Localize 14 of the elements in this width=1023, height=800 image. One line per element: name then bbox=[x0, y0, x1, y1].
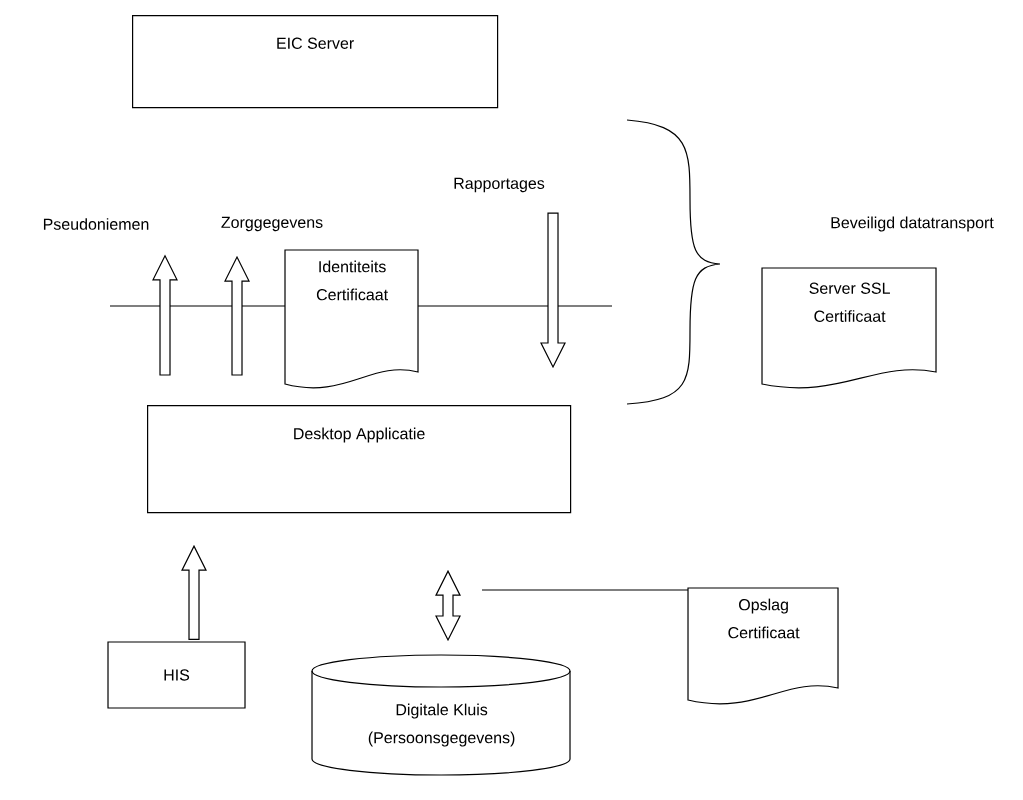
system-box: Desktop Applicatie bbox=[147, 405, 572, 514]
block-arrow bbox=[181, 544, 207, 640]
arrow-label: Zorggegevens bbox=[221, 216, 323, 232]
system-box: HIS bbox=[107, 641, 246, 709]
connector-line bbox=[481, 589, 689, 591]
arrow-label: Pseudoniemen bbox=[43, 218, 149, 230]
block-arrow bbox=[435, 569, 461, 642]
block-arrow bbox=[224, 255, 250, 376]
arrow-label: Rapportages bbox=[454, 177, 545, 193]
block-arrow bbox=[152, 254, 178, 376]
database-cylinder: Digitale Kluis (Persoonsgegevens) bbox=[311, 654, 571, 776]
brace-label: Beveiligd datatransport bbox=[831, 216, 994, 232]
block-arrow bbox=[540, 212, 566, 369]
system-box: EIC Server bbox=[132, 15, 499, 109]
